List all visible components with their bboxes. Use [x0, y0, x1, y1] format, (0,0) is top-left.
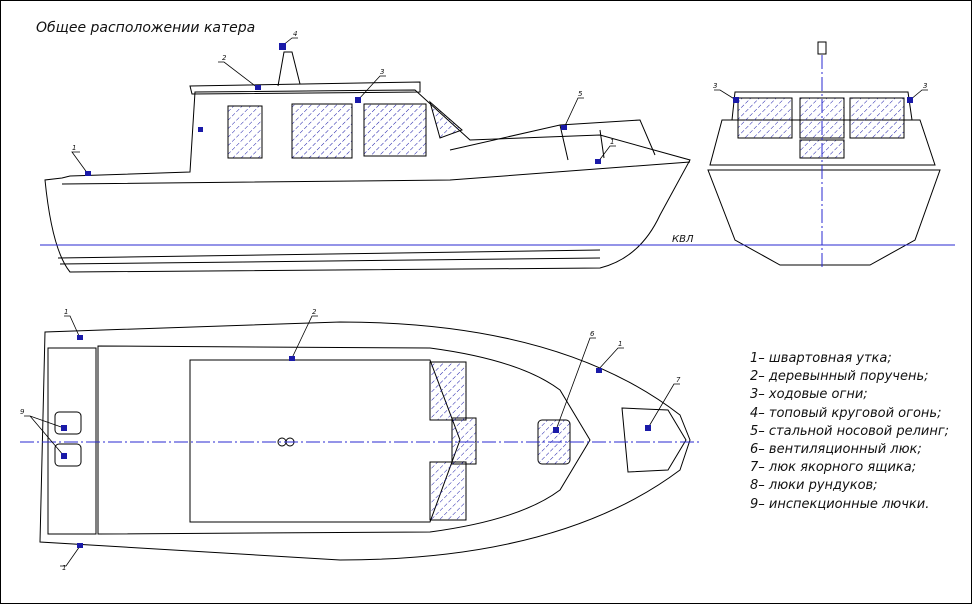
legend-item: 7– люк якорного ящика; — [750, 460, 917, 476]
plan-view — [39, 321, 691, 561]
legend-item: 2– деревынный поручень; — [750, 369, 929, 385]
legend-item: 4– топовый круговой огонь; — [750, 405, 942, 421]
waterline-label: КВЛ — [672, 234, 694, 245]
legend-item: 8– люки рундуков; — [750, 478, 878, 494]
callout-side-1: 1 — [72, 144, 76, 152]
markers — [61, 43, 913, 548]
callout-plan-7: 7 — [676, 376, 681, 384]
callout-plan-6: 6 — [590, 330, 595, 338]
callout-side-4: 4 — [293, 30, 297, 38]
callout-plan-1b: 1 — [618, 340, 622, 348]
side-view — [44, 51, 691, 273]
front-view — [707, 41, 941, 266]
callout-plan-2: 2 — [312, 308, 317, 316]
legend-item: 3– ходовые огни; — [750, 387, 868, 403]
legend-item: 1– швартовная утка; — [750, 351, 892, 366]
callout-front-3b: 3 — [923, 82, 927, 90]
legend-item: 9– инспекционные лючки. — [750, 496, 930, 512]
callout-side-5: 5 — [578, 90, 583, 98]
callout-plan-9: 9 — [20, 408, 25, 416]
callout-side-3: 3 — [380, 68, 384, 76]
callout-plan-1c: 1 — [62, 564, 66, 572]
callout-front-3a: 3 — [713, 82, 717, 90]
legend-item: 5– стальной носовой релинг; — [750, 423, 950, 439]
callout-side-2: 2 — [222, 54, 227, 62]
callout-plan-1: 1 — [64, 308, 68, 316]
legend-item: 6– вентиляционный люк; — [750, 442, 922, 458]
callout-side-1b: 1 — [610, 138, 614, 146]
drawing-title: Общее расположении катера — [36, 20, 256, 36]
legend: 1– швартовная утка; 2– деревынный поруче… — [750, 350, 949, 514]
